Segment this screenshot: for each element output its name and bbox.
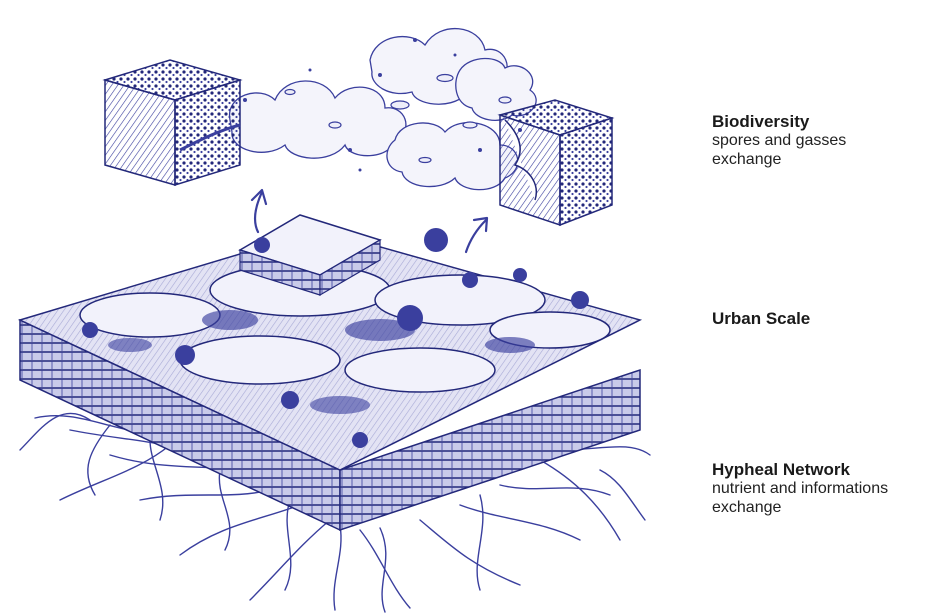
urban-scale-title: Urban Scale <box>712 309 810 328</box>
urban-scale-label: Urban Scale <box>712 309 810 328</box>
root-icon <box>500 485 610 495</box>
root-icon <box>380 528 386 612</box>
root-icon <box>180 505 300 555</box>
hypheal-network-label: Hypheal Network nutrient and information… <box>712 460 888 517</box>
arrow-up-icon <box>252 190 266 232</box>
root-icon <box>600 470 645 520</box>
biodiversity-label: Biodiversity spores and gasses exchange <box>712 112 846 169</box>
urban-block <box>20 215 640 530</box>
root-icon <box>334 525 341 610</box>
root-icon <box>140 490 270 500</box>
biodiversity-desc-line-2: exchange <box>712 150 846 169</box>
soil-cube-icon <box>500 100 612 225</box>
biodiversity-description: spores and gasses exchange <box>712 131 846 169</box>
root-icon <box>460 505 580 540</box>
hypheal-network-description: nutrient and informations exchange <box>712 479 888 517</box>
hypheal-desc-line-1: nutrient and informations <box>712 479 888 498</box>
cloud-icon <box>230 29 537 190</box>
root-icon <box>219 470 230 550</box>
root-icon <box>285 500 291 590</box>
soil-cube-icon <box>105 60 240 185</box>
biodiversity-title: Biodiversity <box>712 112 846 131</box>
root-icon <box>540 460 620 540</box>
root-icon <box>420 520 520 585</box>
biodiversity-desc-line-1: spores and gasses <box>712 131 846 150</box>
root-icon <box>60 445 170 500</box>
hypheal-desc-line-2: exchange <box>712 498 888 517</box>
root-icon <box>477 495 483 590</box>
arrow-up-icon <box>466 218 487 252</box>
hypheal-network-title: Hypheal Network <box>712 460 888 479</box>
